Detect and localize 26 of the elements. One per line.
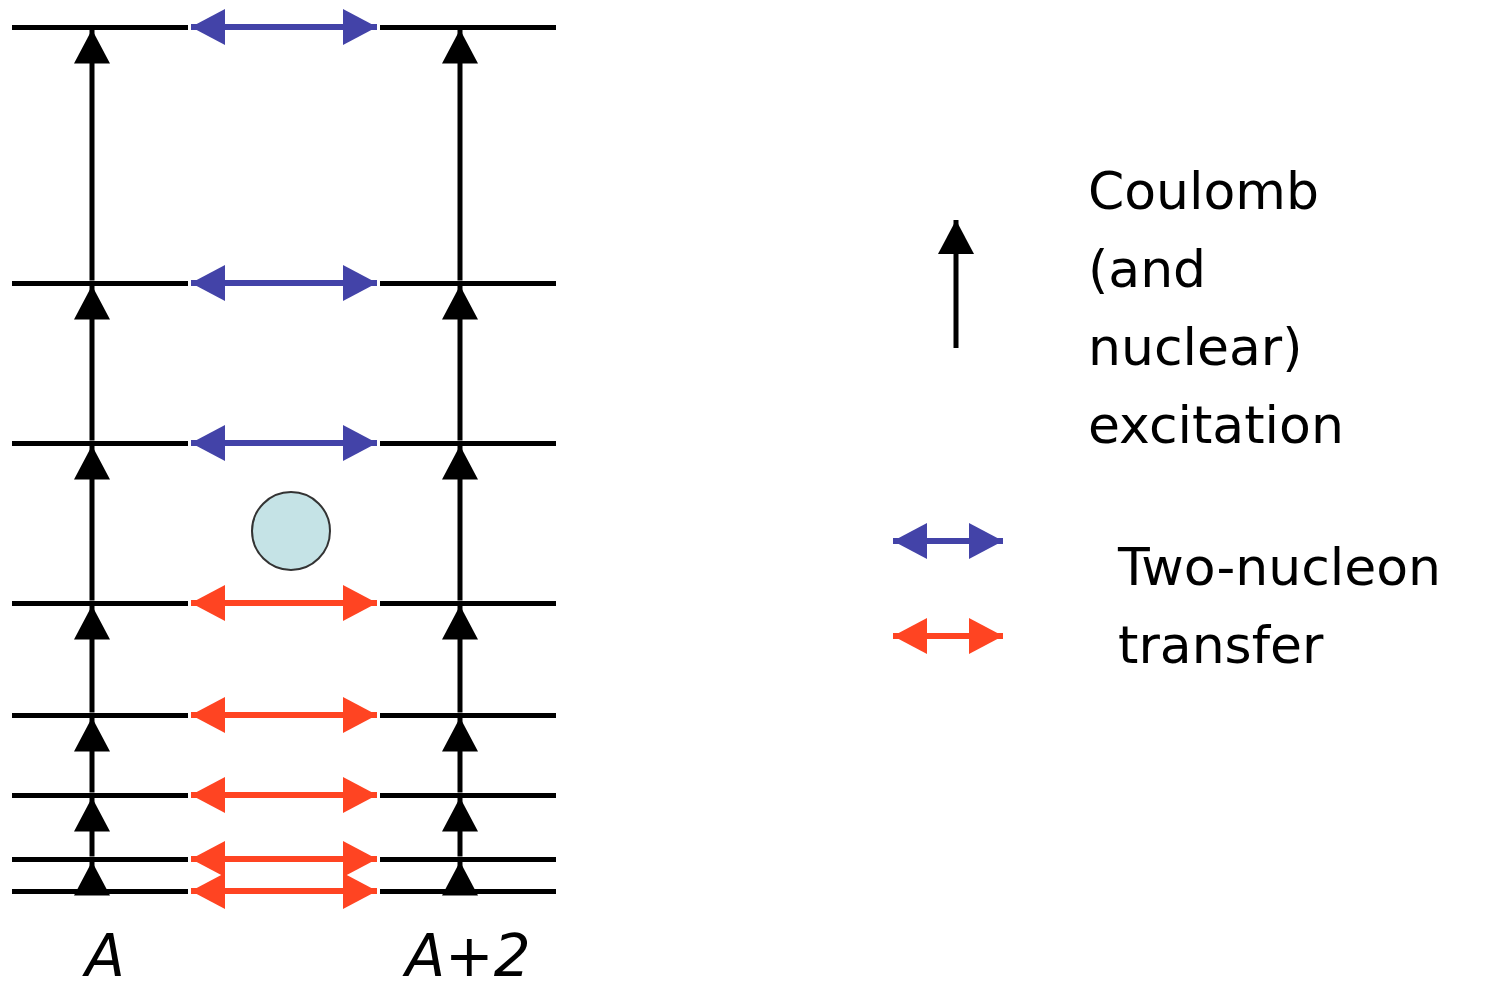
arrow	[191, 697, 377, 733]
arrow	[74, 445, 110, 601]
arrow	[442, 797, 478, 857]
arrow	[442, 29, 478, 281]
arrow	[442, 605, 478, 713]
column-label: A+2	[368, 925, 568, 989]
arrow	[74, 797, 110, 857]
arrow	[191, 265, 377, 301]
arrow	[191, 9, 377, 45]
arrow	[191, 841, 377, 877]
legend-text: Coulomb (and nuclear) excitation	[1088, 160, 1345, 457]
arrow	[442, 717, 478, 793]
arrow	[442, 285, 478, 441]
legend-text: Two-nucleon transfer	[1118, 536, 1442, 677]
arrow	[74, 285, 110, 441]
arrow	[74, 29, 110, 281]
arrow	[191, 585, 377, 621]
arrow	[74, 861, 110, 896]
column-label: A	[5, 925, 205, 989]
arrow	[74, 717, 110, 793]
arrow	[74, 605, 110, 713]
arrow	[442, 861, 478, 896]
arrow	[442, 445, 478, 601]
arrow	[191, 873, 377, 909]
arrow	[191, 425, 377, 461]
arrow	[191, 777, 377, 813]
